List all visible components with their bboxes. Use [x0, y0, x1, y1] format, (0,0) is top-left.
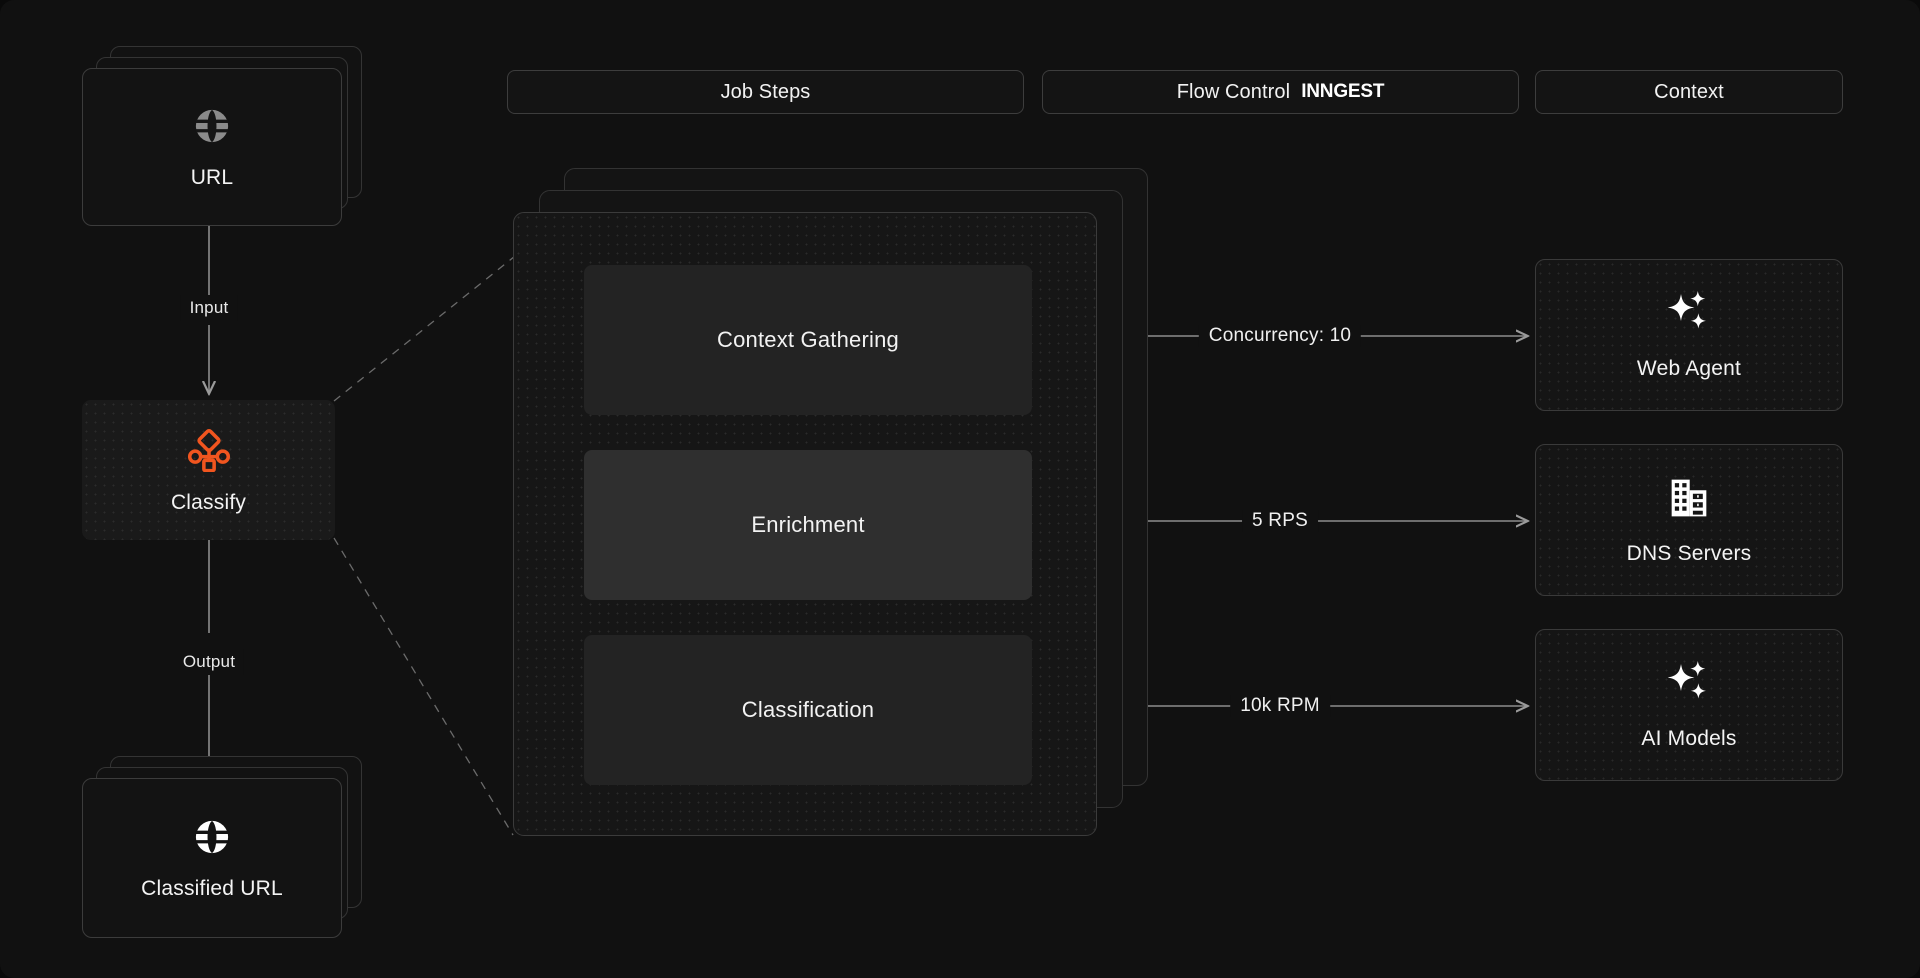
- resource-ai-models-label: AI Models: [1641, 726, 1737, 750]
- workflow-branch-icon: [186, 426, 232, 477]
- flow-label-rps: 5 RPS: [1242, 510, 1318, 532]
- sparkles-icon: [1664, 660, 1714, 711]
- input-edge-label: Input: [180, 295, 238, 321]
- flow-label-concurrency: Concurrency: 10: [1198, 325, 1362, 347]
- output-edge-label: Output: [173, 649, 245, 675]
- flow-label-rpm: 10k RPM: [1230, 695, 1330, 717]
- tab-flow-control-label: Flow Control: [1176, 80, 1291, 103]
- classify-node[interactable]: Classify: [82, 400, 335, 540]
- inngest-logo: INNGEST: [1301, 81, 1385, 102]
- classify-node-label: Classify: [170, 490, 247, 514]
- tab-job-steps[interactable]: Job Steps: [507, 70, 1024, 114]
- tab-flow-control[interactable]: Flow Control INNGEST: [1042, 70, 1519, 114]
- globe-icon: [191, 816, 233, 863]
- sparkles-icon: [1664, 290, 1714, 341]
- tab-context-label: Context: [1654, 80, 1724, 103]
- classified-url-node[interactable]: Classified URL: [82, 756, 362, 938]
- url-card-label: URL: [190, 165, 234, 189]
- step-context-gathering-label: Context Gathering: [717, 327, 899, 352]
- tab-job-steps-label: Job Steps: [720, 80, 811, 103]
- tab-context[interactable]: Context: [1535, 70, 1843, 114]
- job-panel[interactable]: Context Gathering Enrichment Classificat…: [513, 212, 1097, 836]
- resource-ai-models[interactable]: AI Models: [1535, 629, 1843, 781]
- resource-web-agent[interactable]: Web Agent: [1535, 259, 1843, 411]
- step-enrichment-label: Enrichment: [751, 512, 865, 537]
- resource-dns-servers-label: DNS Servers: [1626, 541, 1752, 565]
- classified-url-card[interactable]: Classified URL: [82, 778, 342, 938]
- globe-icon: [191, 105, 233, 152]
- resource-web-agent-label: Web Agent: [1636, 356, 1742, 380]
- step-context-gathering[interactable]: Context Gathering: [584, 265, 1032, 415]
- building-icon: [1666, 475, 1712, 526]
- step-classification[interactable]: Classification: [584, 635, 1032, 785]
- step-enrichment[interactable]: Enrichment: [584, 450, 1032, 600]
- resource-dns-servers[interactable]: DNS Servers: [1535, 444, 1843, 596]
- step-classification-label: Classification: [741, 697, 875, 722]
- url-card[interactable]: URL: [82, 68, 342, 226]
- url-node[interactable]: URL: [82, 46, 362, 226]
- classified-url-card-label: Classified URL: [141, 876, 283, 900]
